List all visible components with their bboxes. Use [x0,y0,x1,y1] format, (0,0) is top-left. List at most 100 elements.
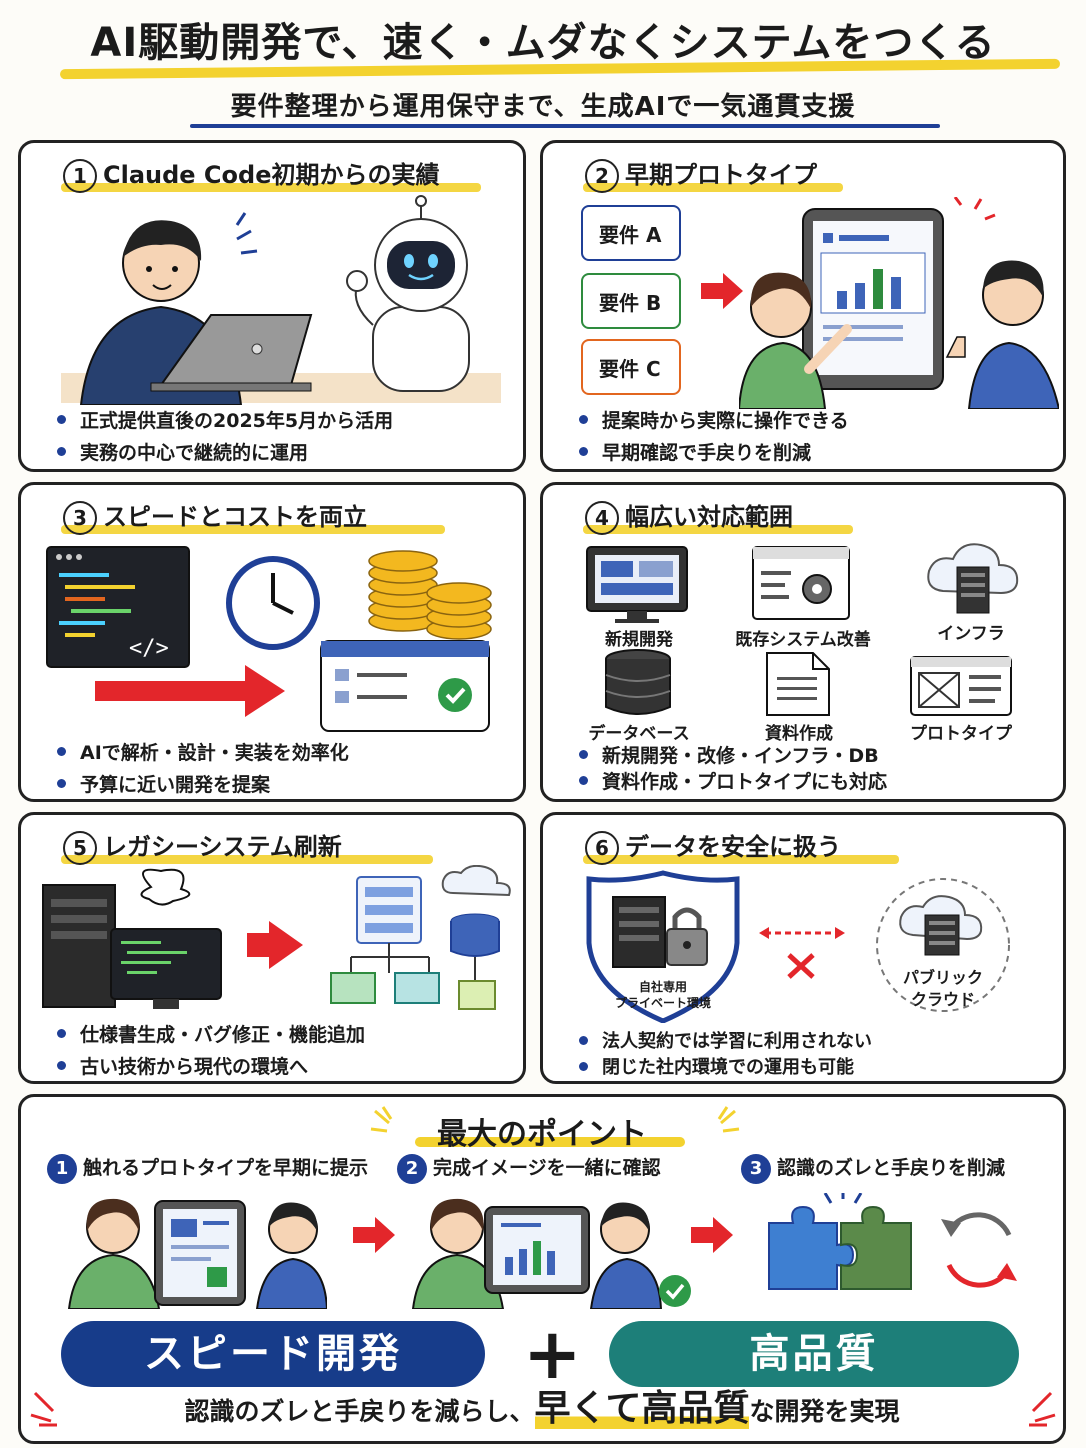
private-label-line: プライベート環境 [614,996,711,1010]
bullet-item: 正式提供直後の2025年5月から活用 [57,405,393,437]
step-badge: 3 [741,1153,771,1184]
monitor-icon [586,546,688,623]
step-1-illustration [67,1198,327,1309]
icon-label-infra: インフラ [937,624,1005,644]
point-title: 最大のポイント [437,1117,647,1152]
gear-window-icon [752,546,850,620]
step-1-label: 1 触れるプロトタイプを早期に提示 [47,1153,368,1184]
step-text: 完成イメージを一緒に確認 [433,1157,661,1179]
step-2-illustration [411,1198,691,1309]
sparkle-right-icon [717,1106,740,1133]
sparkle-left-icon [370,1106,393,1133]
step-text: 触れるプロトタイプを早期に提示 [83,1157,369,1179]
card-number: 6 [585,831,619,865]
card-title-text: スピードとコストを両立 [103,503,367,531]
card-number: 2 [585,159,619,193]
card-title-text: レガシーシステム刷新 [103,833,342,861]
title-highlight [61,855,433,864]
key-point-panel: 最大のポイント 1 触れるプロトタイプを早期に提示 2 完成イメージを一緒に確認 3… [18,1094,1066,1444]
code-to-app-illustration: </> [46,546,492,732]
bullet-list: AIで解析・設計・実装を効率化 予算に近い開発を提案 [57,737,349,801]
speed-dev-pill: スピード開発 [61,1321,485,1387]
arrow-right-icon [691,1217,733,1253]
card-title-text: Claude Code初期からの実績 [103,161,440,189]
closing-message: 認識のズレと手戻りを減らし、早くて高品質な開発を実現 [21,1379,1063,1431]
page-subtitle: 要件整理から運用保守まで、生成AIで一気通貫支援 [230,92,856,122]
title-highlight [61,525,445,534]
refresh-cycle-icon [941,1212,1017,1288]
public-label-line: パブリック [902,968,983,987]
step-2-label: 2 完成イメージを一緒に確認 [397,1153,661,1184]
card-title-text: データを安全に扱う [625,833,841,861]
card-title-text: 早期プロトタイプ [625,161,817,189]
bullet-item: 閉じた社内環境での運用も可能 [579,1055,872,1081]
svg-text:</>: </> [129,636,169,661]
card-number: 1 [63,159,97,193]
title-highlight [583,183,843,192]
bullet-item: 仕様書生成・バグ修正・機能追加 [57,1019,365,1051]
accent-right-icon [1029,1391,1056,1427]
requirement-b-box: 要件 B [581,273,681,329]
requirement-a-box: 要件 A [581,205,681,261]
wireframe-icon [910,656,1012,716]
bullet-item: 法人契約では学習に利用されない [579,1029,872,1055]
public-cloud-icon [876,878,1010,1012]
bullet-item: 提案時から実際に操作できる [579,405,849,437]
icon-label-improve: 既存システム改善 [735,630,871,650]
public-label-line: クラウド [910,990,975,1009]
bullet-item: 早期確認で手戻りを削減 [579,437,849,469]
closing-text: 認識のズレと手戻りを減らし、 [184,1397,535,1426]
arrow-right-icon [701,273,743,309]
high-quality-pill: 高品質 [609,1321,1019,1387]
bullet-item: 資料作成・プロトタイプにも対応 [579,769,887,795]
bullet-list: 法人契約では学習に利用されない 閉じた社内環境での運用も可能 [579,1029,872,1081]
bullet-list: 仕様書生成・バグ修正・機能追加 古い技術から現代の環境へ [57,1019,365,1083]
card-number: 3 [63,501,97,535]
step-text: 認識のズレと手戻りを削減 [777,1157,1006,1179]
card-number: 5 [63,831,97,865]
closing-emphasis: 早くて高品質 [534,1388,750,1429]
subtitle-underline [190,124,940,128]
plus-icon: + [523,1313,582,1395]
tablet-presentation-illustration [739,197,1059,409]
shield-lock-icon [586,870,740,1023]
cloud-server-icon [927,543,1019,614]
requirement-c-box: 要件 C [581,339,681,395]
card-title-text: 幅広い対応範囲 [625,503,793,531]
closing-text: な開発を実現 [749,1397,900,1426]
icon-label-docs: 資料作成 [765,724,833,744]
bullet-item: 古い技術から現代の環境へ [57,1051,365,1083]
puzzle-icon [768,1193,912,1290]
bullet-list: 正式提供直後の2025年5月から活用 実務の中心で継続的に運用 [57,405,393,469]
private-env-label: 自社専用 プライベート環境 [603,979,723,1011]
bullet-item: 実務の中心で継続的に運用 [57,437,393,469]
bullet-list: 新規開発・改修・インフラ・DB 資料作成・プロトタイプにも対応 [579,743,887,795]
document-icon [766,652,830,716]
database-icon [605,649,671,715]
legacy-to-modern-illustration [42,865,511,1010]
developer-with-robot-illustration [61,195,501,405]
title-highlight [583,525,853,534]
step-badge: 1 [47,1153,77,1184]
page-title: AI駆動開発で、速く・ムダなくシステムをつくる [90,20,996,66]
icon-label-new-dev: 新規開発 [605,630,673,650]
step-badge: 2 [397,1153,427,1184]
card-number: 4 [585,501,619,535]
icon-label-database: データベース [588,724,690,744]
blocked-connection-icon [759,927,845,979]
bullet-item: 新規開発・改修・インフラ・DB [579,743,887,769]
icon-label-prototype: プロトタイプ [910,724,1012,744]
title-highlight [61,183,481,192]
public-cloud-label: パブリック クラウド [883,967,1003,1011]
arrow-right-icon [353,1217,395,1253]
